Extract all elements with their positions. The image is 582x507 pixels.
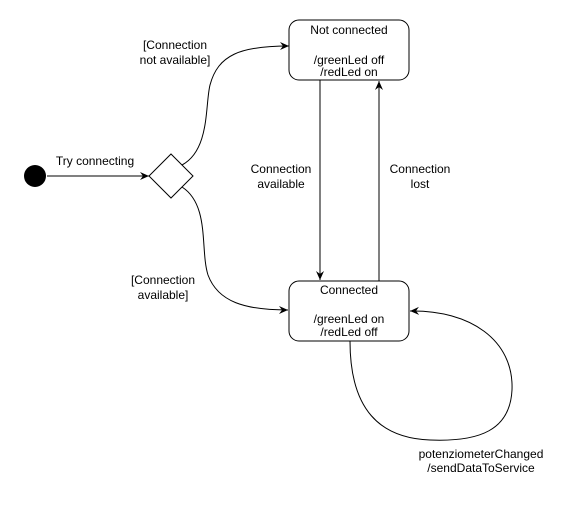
state-not-connected-action1: /greenLed off	[314, 53, 385, 67]
not-available-arrow	[181, 42, 290, 166]
connection-available-label-line1: Connection	[251, 162, 312, 176]
state-not-connected-title: Not connected	[310, 23, 387, 37]
state-connected-action2: /redLed off	[320, 325, 378, 339]
available-label-line1: [Connection	[131, 273, 195, 287]
state-not-connected-action2: /redLed on	[320, 65, 377, 79]
self-loop-arrow	[349, 306, 513, 441]
not-available-label-line1: [Connection	[143, 38, 207, 52]
try-connecting-label: Try connecting	[56, 154, 134, 168]
connection-lost-label-line1: Connection	[390, 162, 451, 176]
connection-available-label-line2: available	[257, 177, 305, 191]
not-available-label-line2: not available]	[140, 53, 211, 67]
self-loop-label-line2: /sendDataToService	[427, 461, 535, 475]
state-connected-action1: /greenLed on	[314, 312, 385, 326]
initial-state-node	[24, 165, 46, 187]
connection-lost-label-line2: lost	[411, 177, 430, 191]
state-connected-title: Connected	[320, 283, 378, 297]
state-connected	[288, 280, 410, 342]
self-loop-label-line1: potenziometerChanged	[419, 447, 544, 461]
available-arrow	[181, 186, 289, 314]
decision-node	[148, 153, 194, 199]
available-label-line2: available]	[138, 288, 189, 302]
state-not-connected	[288, 19, 410, 81]
